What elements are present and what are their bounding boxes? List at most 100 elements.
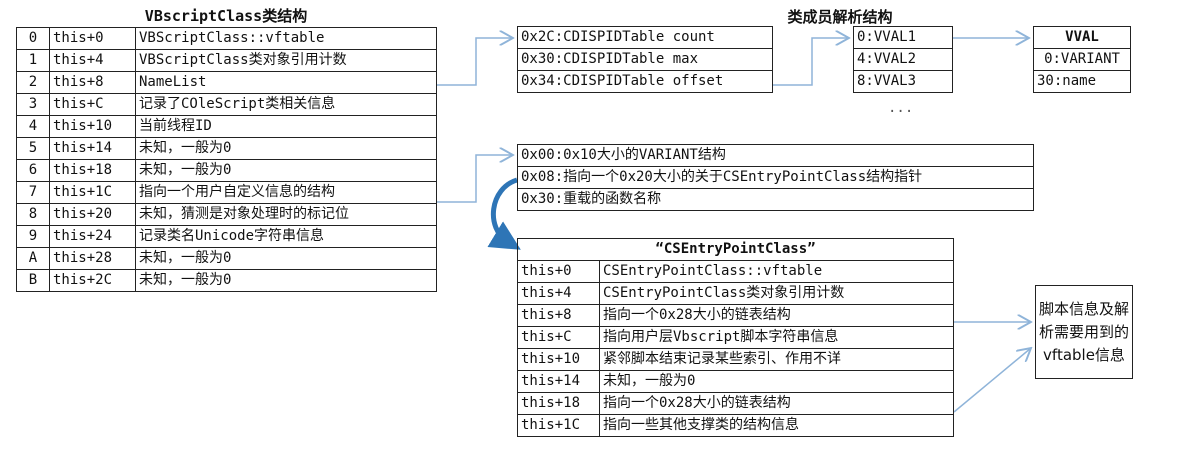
table-row-cell: this+2C xyxy=(49,269,136,292)
table-row-cell: this+1C xyxy=(49,181,136,204)
table-row-cell: this+0 xyxy=(517,260,600,283)
table-row-cell: this+18 xyxy=(517,392,600,415)
table-row: 4:VVAL2 xyxy=(853,48,953,71)
curved-arrow xyxy=(487,177,521,250)
table-row-cell: this+8 xyxy=(517,304,600,327)
table-row-cell: this+C xyxy=(49,93,136,116)
table-row: 0:VARIANT xyxy=(1033,48,1131,71)
table-row-cell: A xyxy=(16,247,50,270)
table-row-cell: 0:VVAL1 xyxy=(853,26,953,49)
table-row-cell: VBScriptClass类对象引用计数 xyxy=(135,49,437,72)
table-row-cell: 0x00:0x10大小的VARIANT结构 xyxy=(517,144,1034,167)
arrow-userinfo xyxy=(437,155,513,203)
table-row-cell: 记录了COleScript类相关信息 xyxy=(135,93,437,116)
table-row-cell: 4 xyxy=(16,115,50,138)
table-row-cell: this+C xyxy=(517,326,600,349)
table-row-cell: 0 xyxy=(16,27,50,50)
table-row: 30:name xyxy=(1033,70,1131,93)
table-row-cell: this+24 xyxy=(49,225,136,248)
table-row-cell: 未知，一般为0 xyxy=(135,269,437,292)
table-row-cell: 记录类名Unicode字符串信息 xyxy=(135,225,437,248)
table-row-cell: this+28 xyxy=(49,247,136,270)
table-row-cell: 5 xyxy=(16,137,50,160)
table-row-cell: CSEntryPointClass::vftable xyxy=(599,260,954,283)
table-row-cell: NameList xyxy=(135,71,437,94)
table-row-cell: 6 xyxy=(16,159,50,182)
vval-header-cell: VVAL xyxy=(1033,26,1131,49)
member-parse-title: 类成员解析结构 xyxy=(787,8,893,26)
table-row-cell: this+0 xyxy=(49,27,136,50)
table-row-cell: 0x08:指向一个0x20大小的关于CSEntryPointClass结构指针 xyxy=(517,166,1034,189)
vbscript-class-title: VBscriptClass类结构 xyxy=(144,7,308,25)
table-row-cell: 0x30:CDISPIDTable max xyxy=(517,48,773,71)
table-row: 0x30:重载的函数名称 xyxy=(517,188,1034,211)
table-row-cell: 0x34:CDISPIDTable offset xyxy=(517,70,773,93)
arrow-offset xyxy=(773,38,849,86)
table-row-cell: 未知，猜测是对象处理时的标记位 xyxy=(135,203,437,226)
table-row-cell: 7 xyxy=(16,181,50,204)
table-row-cell: VBScriptClass::vftable xyxy=(135,27,437,50)
arrow-namelist xyxy=(437,38,513,86)
table-row-cell: 4:VVAL2 xyxy=(853,48,953,71)
table-row-cell: 紧邻脚本结束记录某些索引、作用不详 xyxy=(599,348,954,371)
table-row-cell: 当前线程ID xyxy=(135,115,437,138)
table-row-cell: this+4 xyxy=(517,282,600,305)
table-row: 0x30:CDISPIDTable max xyxy=(517,48,773,71)
table-row-cell: 指向一些其他支撑类的结构信息 xyxy=(599,414,954,437)
table-row-cell: 指向一个0x28大小的链表结构 xyxy=(599,304,954,327)
table-row-cell: 0x2C:CDISPIDTable count xyxy=(517,26,773,49)
table-row-cell: 3 xyxy=(16,93,50,116)
vval-header: VVAL xyxy=(1033,26,1131,49)
table-row-cell: this+10 xyxy=(49,115,136,138)
table-row-cell: this+14 xyxy=(49,137,136,160)
arrow-this18 xyxy=(953,348,1031,413)
table-row-cell: 0:VARIANT xyxy=(1033,48,1131,71)
table-row: 0x34:CDISPIDTable offset xyxy=(517,70,773,93)
table-row-cell: 8:VVAL3 xyxy=(853,70,953,93)
table-row: 0x00:0x10大小的VARIANT结构 xyxy=(517,144,1034,167)
table-row-cell: 未知，一般为0 xyxy=(599,370,954,393)
table-row-cell: 未知，一般为0 xyxy=(135,247,437,270)
table-row-cell: 2 xyxy=(16,71,50,94)
table-row-cell: 30:name xyxy=(1033,70,1131,93)
table-row: 0x08:指向一个0x20大小的关于CSEntryPointClass结构指针 xyxy=(517,166,1034,189)
table-row-cell: this+8 xyxy=(49,71,136,94)
table-row-cell: 指向一个用户自定义信息的结构 xyxy=(135,181,437,204)
table-row: 0:VVAL1 xyxy=(853,26,953,49)
table-row-cell: this+10 xyxy=(517,348,600,371)
note-box: 脚本信息及解析需要用到的vftable信息 xyxy=(1035,285,1133,379)
csentry-header: “CSEntryPointClass” xyxy=(517,238,954,261)
table-row-cell: this+14 xyxy=(517,370,600,393)
table-row-cell: 未知，一般为0 xyxy=(135,159,437,182)
ellipsis: ... xyxy=(888,100,914,116)
table-row-cell: 1 xyxy=(16,49,50,72)
table-row: 8:VVAL3 xyxy=(853,70,953,93)
table-row-cell: 未知，一般为0 xyxy=(135,137,437,160)
table-row-cell: this+1C xyxy=(517,414,600,437)
table-row-cell: this+20 xyxy=(49,203,136,226)
